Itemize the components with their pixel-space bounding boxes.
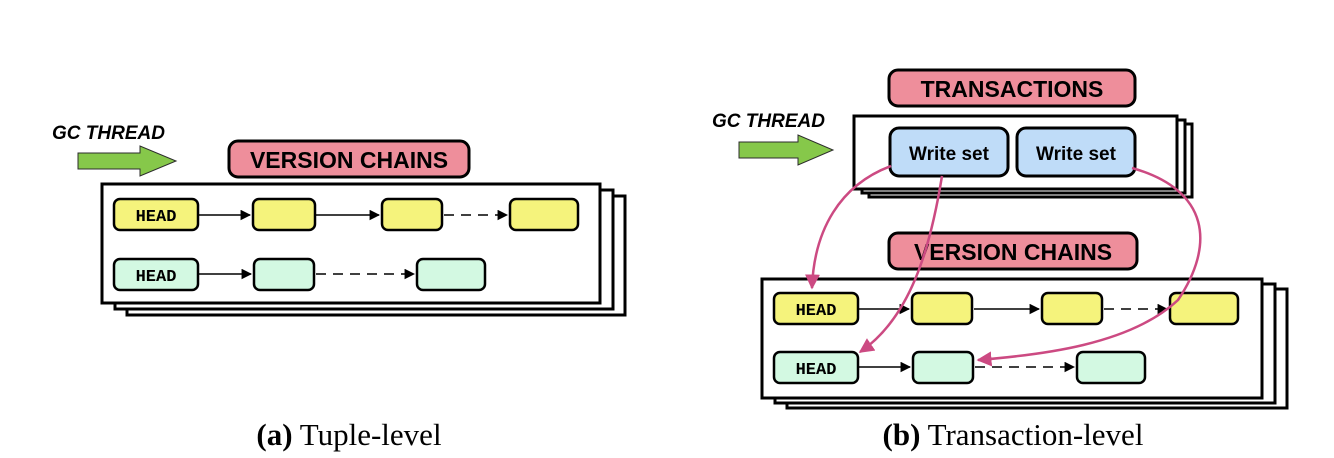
version-node-bottom-2-a [415,257,487,292]
head-label-top-b: HEAD [796,302,837,321]
head-node-bottom-b [772,350,860,385]
gc-thread-arrow-icon-a [77,145,178,177]
version-chains-label-b: VERSION CHAINS [914,239,1112,265]
write-set-box-2 [1015,126,1137,178]
version-node-top-3-a [508,197,580,232]
gc-thread-arrow-icon-b [738,134,835,166]
pointer-writeset2-to-version [976,166,1202,367]
caption-b: (b) Transaction-level [883,417,1144,452]
version-node-top-2-b [1040,291,1104,326]
head-label-top-a: HEAD [136,208,177,227]
transactions-badge [887,68,1137,108]
caption-letter-b: (b) [883,417,921,452]
caption-letter-a: (a) [256,417,292,452]
pointer-writeset1-to-head-top [804,164,892,290]
version-chains-badge-b [887,231,1139,271]
write-set-label-2: Write set [1036,144,1117,165]
head-label-bottom-b: HEAD [796,361,837,380]
head-node-top-b [772,291,860,326]
panel-b: GC THREAD TRANSACTIONS Write set Write s… [712,68,1289,452]
panel-a: GC THREAD VERSION CHAINS HEAD HEAD (a) T… [52,123,627,452]
write-set-label-1: Write set [909,144,990,165]
version-chains-badge-a [227,139,471,179]
gc-thread-label-b: GC THREAD [712,111,825,132]
head-node-top-a [112,197,200,232]
version-node-bottom-1-a [252,257,316,292]
version-chains-label-a: VERSION CHAINS [250,147,448,173]
gc-thread-label-a: GC THREAD [52,123,165,144]
caption-a: (a) Tuple-level [256,417,441,452]
version-node-top-3-b [1168,291,1240,326]
write-set-box-1 [888,126,1010,178]
version-node-bottom-1-b [911,350,975,385]
head-label-bottom-a: HEAD [136,268,177,287]
head-node-bottom-a [112,257,200,292]
version-node-bottom-2-b [1075,350,1147,385]
version-node-top-1-a [251,197,317,232]
version-node-top-2-a [380,197,444,232]
transactions-label: TRANSACTIONS [921,76,1104,102]
caption-text-b: Transaction-level [920,417,1143,452]
pointer-writeset1-to-head-bottom [858,175,944,354]
caption-text-a: Tuple-level [293,417,442,452]
version-node-top-1-b [910,291,974,326]
